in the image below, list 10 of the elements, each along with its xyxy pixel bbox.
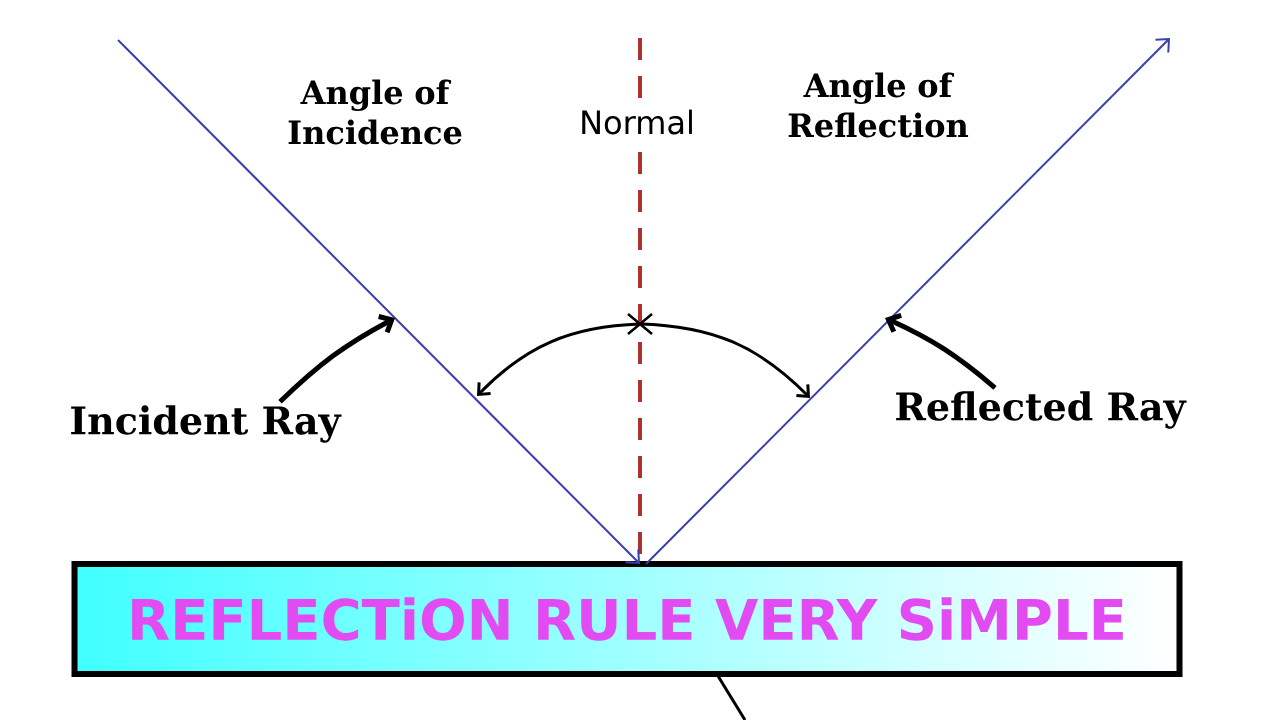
ray-arrow — [645, 38, 1170, 565]
angle-label: Angle of Incidence — [288, 79, 462, 145]
ray-label: Incident Ray — [71, 405, 342, 443]
leader-arrow — [278, 314, 395, 404]
ray-label: Reflected Ray — [896, 391, 1187, 429]
normal-label: Normal — [575, 105, 699, 139]
ray-arrow — [117, 39, 640, 564]
angle-label: Angle of Reflection — [788, 72, 969, 138]
mirror-banner: REFLECTiON RULE VERY SiMPLE — [71, 561, 1183, 677]
leader-arrow — [885, 313, 997, 390]
